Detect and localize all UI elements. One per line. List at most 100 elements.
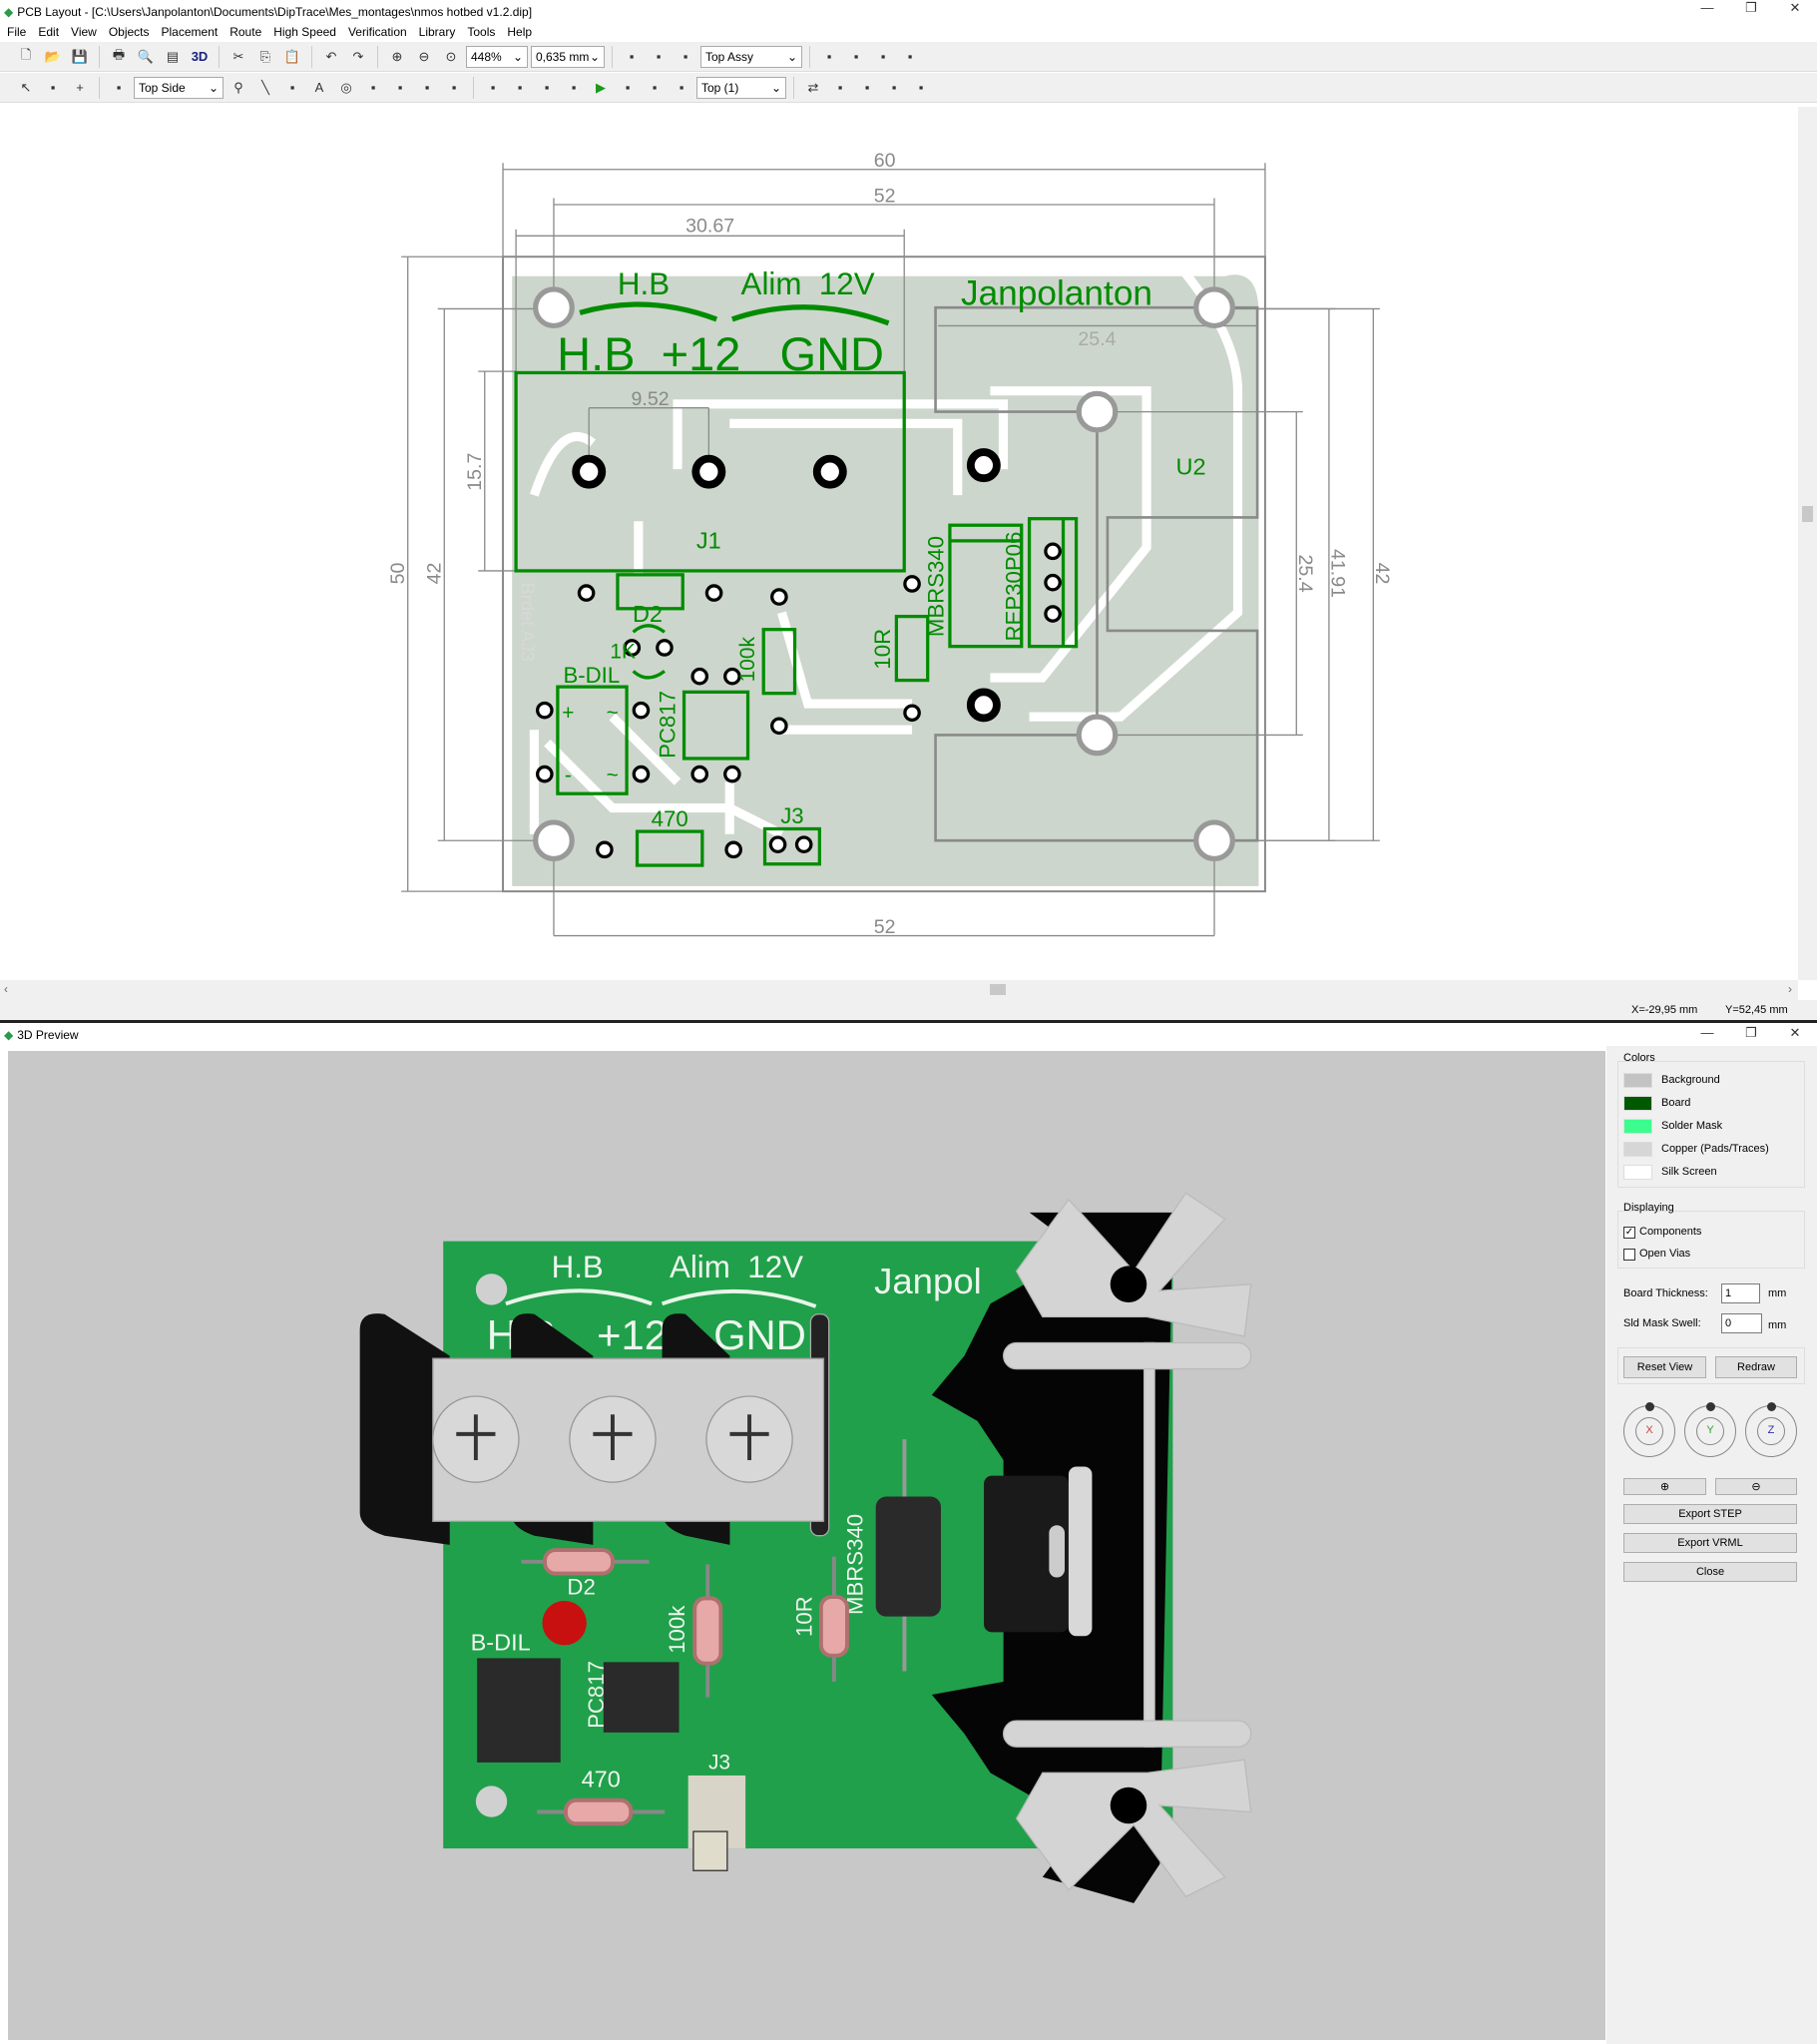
rotate-y-dial[interactable]: Y bbox=[1684, 1402, 1736, 1457]
layer-select[interactable]: Top (1)⌄ bbox=[696, 76, 786, 99]
color-swatch-background[interactable] bbox=[1623, 1073, 1652, 1088]
pad-button[interactable]: ▪ bbox=[280, 76, 304, 100]
redo-button[interactable]: ↷ bbox=[346, 45, 370, 69]
zoom-in-button[interactable]: ⊕ bbox=[1623, 1478, 1706, 1495]
restore-button[interactable]: ❐ bbox=[1745, 0, 1757, 15]
menu-help[interactable]: Help bbox=[507, 24, 533, 39]
dial-handle[interactable] bbox=[1767, 1402, 1776, 1411]
spell-check-button[interactable]: ▪ bbox=[647, 45, 671, 69]
side-select[interactable]: Top Side⌄ bbox=[134, 76, 224, 99]
table-button[interactable]: ▪ bbox=[442, 76, 466, 100]
zoom-fit-button[interactable]: ⊙ bbox=[439, 45, 463, 69]
layer-setup-button[interactable]: ▪ bbox=[620, 45, 644, 69]
copper-pour-button[interactable]: ▪ bbox=[361, 76, 385, 100]
route-manual-button[interactable]: ▪ bbox=[508, 76, 532, 100]
color-swatch-silk[interactable] bbox=[1623, 1165, 1652, 1180]
paste-button[interactable]: 📋 bbox=[280, 45, 304, 69]
zoom-in-button[interactable]: ⊕ bbox=[385, 45, 409, 69]
layer-bottom-button[interactable]: ▪ bbox=[855, 76, 879, 100]
report-button[interactable]: ▤ bbox=[161, 45, 185, 69]
board-thickness-input[interactable]: 1 bbox=[1721, 1283, 1760, 1303]
close-button[interactable]: ✕ bbox=[1789, 0, 1801, 15]
color-swatch-solder[interactable] bbox=[1623, 1119, 1652, 1134]
copy-button[interactable]: ⎘ bbox=[253, 45, 277, 69]
drc-button[interactable]: ▪ bbox=[643, 76, 667, 100]
trace-tune-button[interactable]: ▪ bbox=[882, 76, 906, 100]
drc-report-button[interactable]: ▪ bbox=[670, 76, 693, 100]
unroute-button[interactable]: ▪ bbox=[535, 76, 559, 100]
open-file-button[interactable]: 📂 bbox=[41, 45, 65, 69]
horizontal-scroll-thumb[interactable] bbox=[990, 984, 1006, 995]
export-button[interactable]: ▪ bbox=[898, 45, 922, 69]
3d-preview-button[interactable]: 3D bbox=[191, 49, 209, 64]
crosshair-button[interactable]: + bbox=[68, 76, 92, 100]
pcb-canvas[interactable]: 60 52 30.67 50 42 15.7 9.52 25.4 25.4 41… bbox=[0, 107, 1798, 980]
open-vias-checkbox[interactable] bbox=[1623, 1249, 1635, 1261]
color-swatch-board[interactable] bbox=[1623, 1096, 1652, 1111]
shape-button[interactable]: ▪ bbox=[388, 76, 412, 100]
find-button[interactable]: ⚲ bbox=[227, 76, 250, 100]
menu-verification[interactable]: Verification bbox=[347, 24, 407, 39]
menu-route[interactable]: Route bbox=[229, 24, 262, 39]
component-button[interactable]: ▪ bbox=[41, 76, 65, 100]
menu-tools[interactable]: Tools bbox=[467, 24, 496, 39]
rotate-x-dial[interactable]: X bbox=[1623, 1402, 1675, 1457]
reset-view-button[interactable]: Reset View bbox=[1623, 1356, 1706, 1378]
vertical-scroll-thumb[interactable] bbox=[1802, 506, 1813, 522]
components-checkbox[interactable]: ✓ bbox=[1623, 1227, 1635, 1239]
undo-button[interactable]: ↶ bbox=[319, 45, 343, 69]
redraw-button[interactable]: Redraw bbox=[1715, 1356, 1797, 1378]
select-button[interactable]: ↖ bbox=[14, 76, 38, 100]
route-button[interactable]: ▪ bbox=[481, 76, 505, 100]
via-button[interactable]: ◎ bbox=[334, 76, 358, 100]
scroll-left-icon[interactable]: ‹ bbox=[4, 982, 8, 996]
zoom-out-button[interactable]: ⊖ bbox=[1715, 1478, 1797, 1495]
zoom-select[interactable]: 448%⌄ bbox=[466, 45, 528, 68]
drc-ok-button[interactable]: ▪ bbox=[817, 45, 841, 69]
close-preview-button[interactable]: Close bbox=[1623, 1562, 1797, 1582]
route-report-button[interactable]: ▪ bbox=[616, 76, 640, 100]
menu-edit[interactable]: Edit bbox=[38, 24, 60, 39]
color-swatch-copper[interactable] bbox=[1623, 1142, 1652, 1157]
dial-handle[interactable] bbox=[1706, 1402, 1715, 1411]
rotate-z-dial[interactable]: Z bbox=[1745, 1402, 1797, 1457]
vertical-scrollbar[interactable] bbox=[1798, 107, 1817, 980]
3d-viewport[interactable]: H.B Alim 12V Janpol H.B +12 GND D2 B-DIL… bbox=[8, 1051, 1605, 2040]
mask-swell-input[interactable]: 0 bbox=[1721, 1313, 1762, 1333]
grid-select[interactable]: 0,635 mm⌄ bbox=[531, 45, 605, 68]
dial-handle[interactable] bbox=[1645, 1402, 1654, 1411]
menu-view[interactable]: View bbox=[71, 24, 97, 39]
view-mode-select[interactable]: Top Assy⌄ bbox=[700, 45, 802, 68]
minimize-button[interactable]: — bbox=[1700, 0, 1714, 15]
menu-file[interactable]: File bbox=[7, 24, 27, 39]
print-preview-button[interactable]: 🔍 bbox=[134, 45, 158, 69]
toggle-button[interactable]: ⇄ bbox=[801, 76, 825, 100]
net-connect-button[interactable]: ▪ bbox=[844, 45, 868, 69]
line-button[interactable]: ╲ bbox=[253, 76, 277, 100]
export-vrml-button[interactable]: Export VRML bbox=[1623, 1533, 1797, 1553]
cut-button[interactable]: ✂ bbox=[227, 45, 250, 69]
run-autoroute-button[interactable]: ▶ bbox=[589, 76, 613, 100]
dimension-button[interactable]: ▪ bbox=[415, 76, 439, 100]
scroll-right-icon[interactable]: › bbox=[1788, 982, 1792, 996]
print-button[interactable]: 🖶 bbox=[107, 45, 131, 69]
menu-placement[interactable]: Placement bbox=[161, 24, 219, 39]
trace-length-button[interactable]: ▪ bbox=[909, 76, 933, 100]
image-button[interactable]: ▪ bbox=[674, 45, 697, 69]
menu-high-speed[interactable]: High Speed bbox=[273, 24, 336, 39]
zoom-out-button[interactable]: ⊖ bbox=[412, 45, 436, 69]
export-step-button[interactable]: Export STEP bbox=[1623, 1504, 1797, 1524]
text-button[interactable]: A bbox=[307, 76, 331, 100]
net-disconnect-button[interactable]: ▪ bbox=[871, 45, 895, 69]
horizontal-scrollbar[interactable]: ‹ › bbox=[0, 980, 1798, 1000]
preview-minimize-button[interactable]: — bbox=[1700, 1025, 1714, 1040]
new-file-button[interactable]: 🗋 bbox=[14, 45, 38, 69]
net-button[interactable]: ▪ bbox=[562, 76, 586, 100]
preview-close-button[interactable]: ✕ bbox=[1789, 1025, 1801, 1040]
save-button[interactable]: 💾 bbox=[68, 45, 92, 69]
layer-button[interactable]: ▪ bbox=[107, 76, 131, 100]
menu-library[interactable]: Library bbox=[418, 24, 456, 39]
menu-objects[interactable]: Objects bbox=[108, 24, 150, 39]
preview-restore-button[interactable]: ❐ bbox=[1745, 1025, 1757, 1040]
layer-top-button[interactable]: ▪ bbox=[828, 76, 852, 100]
